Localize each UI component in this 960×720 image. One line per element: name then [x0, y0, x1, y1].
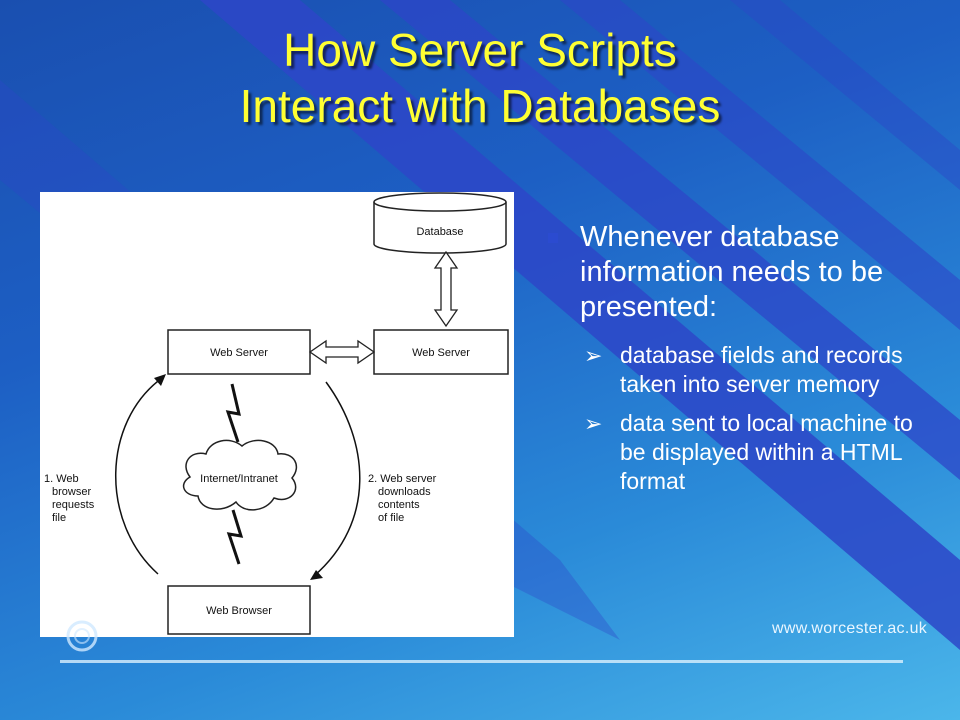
database-node: Database	[373, 192, 507, 254]
lightning-upper-icon	[225, 383, 241, 443]
server-database-diagram: Database Web Server Web Server Internet	[44, 192, 509, 635]
step1-line-1: 1. Web	[44, 473, 79, 485]
server-server-arrow	[308, 339, 376, 365]
footer-url: www.worcester.ac.uk	[772, 620, 928, 637]
database-label: Database	[416, 226, 463, 238]
web-server-left-node: Web Server	[167, 329, 311, 375]
step1-line-3: requests	[52, 499, 95, 511]
cloud-label: Internet/Intranet	[200, 473, 278, 485]
sub-bullet-1: ➢ database fields and records taken into…	[548, 341, 928, 399]
web-browser-label: Web Browser	[206, 605, 272, 617]
request-curve-arrow	[115, 377, 163, 575]
download-curve-arrow	[313, 381, 361, 577]
sub-bullet-1-text: database fields and records taken into s…	[620, 342, 903, 397]
step1-line-4: file	[52, 512, 66, 524]
content-list: Whenever database information needs to b…	[548, 220, 928, 506]
web-server-right-node: Web Server	[373, 329, 509, 375]
square-bullet-icon	[548, 233, 558, 243]
step1-label: 1. Web browser requests file	[44, 473, 97, 524]
step2-line-1: 2. Web server	[368, 473, 437, 485]
title-line-2: Interact with Databases	[239, 80, 721, 132]
step2-line-4: of file	[378, 512, 404, 524]
title-line-1: How Server Scripts	[283, 24, 677, 76]
arrow-bullet-icon: ➢	[584, 411, 603, 436]
main-bullet: Whenever database information needs to b…	[548, 220, 928, 325]
footer-divider	[60, 660, 903, 663]
web-server-right-label: Web Server	[412, 347, 470, 359]
database-server-arrow	[433, 250, 459, 328]
main-bullet-text: Whenever database information needs to b…	[580, 221, 884, 323]
arrow-bullet-icon: ➢	[584, 343, 603, 368]
sub-bullet-2-text: data sent to local machine to be display…	[620, 410, 913, 494]
step2-label: 2. Web server downloads contents of file	[368, 473, 439, 524]
sub-bullet-2: ➢ data sent to local machine to be displ…	[548, 409, 928, 496]
internet-cloud: Internet/Intranet	[182, 439, 298, 511]
diagram-panel: Database Web Server Web Server Internet	[40, 192, 514, 637]
slide-title: How Server Scripts Interact with Databas…	[0, 22, 960, 134]
university-logo-icon	[66, 620, 98, 652]
lightning-lower-icon	[226, 509, 244, 565]
step2-line-2: downloads	[378, 486, 431, 498]
web-server-left-label: Web Server	[210, 347, 268, 359]
web-browser-node: Web Browser	[167, 585, 311, 635]
step2-line-3: contents	[378, 499, 420, 511]
step1-line-2: browser	[52, 486, 91, 498]
